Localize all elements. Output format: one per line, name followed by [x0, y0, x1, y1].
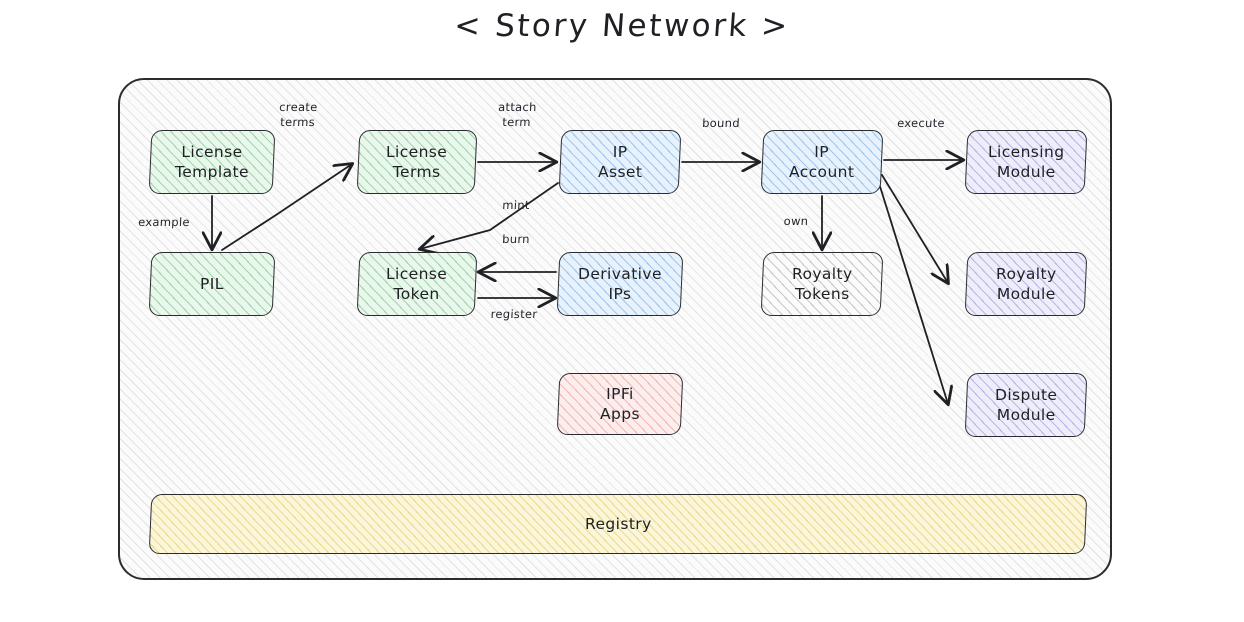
- node-derivative-ips-label: Derivative IPs: [578, 264, 662, 303]
- node-licensing-module-label: Licensing Module: [987, 142, 1065, 181]
- edge-label-execute: execute: [896, 116, 946, 130]
- node-royalty-tokens-label: Royalty Tokens: [791, 264, 853, 303]
- edge-label-attach-term: attach term: [497, 100, 538, 129]
- node-license-template[interactable]: License Template: [148, 130, 276, 194]
- edge-label-mint: mint: [501, 198, 531, 212]
- node-royalty-module[interactable]: Royalty Module: [964, 252, 1088, 316]
- edge-label-bound: bound: [701, 116, 741, 130]
- node-licensing-module[interactable]: Licensing Module: [964, 130, 1088, 194]
- node-ip-account[interactable]: IP Account: [760, 130, 884, 194]
- edge-label-create-terms: create terms: [278, 100, 318, 129]
- node-registry-label: Registry: [584, 514, 652, 533]
- node-derivative-ips[interactable]: Derivative IPs: [556, 252, 684, 316]
- node-license-terms-label: License Terms: [386, 142, 448, 181]
- node-license-template-label: License Template: [175, 142, 249, 181]
- page-title: < Story Network >: [453, 8, 791, 44]
- node-ip-asset[interactable]: IP Asset: [558, 130, 682, 194]
- node-ipfi-apps[interactable]: IPFi Apps: [556, 373, 684, 435]
- edge-label-own: own: [783, 214, 809, 228]
- node-dispute-module-label: Dispute Module: [994, 385, 1058, 424]
- node-ipfi-apps-label: IPFi Apps: [600, 384, 640, 423]
- node-dispute-module[interactable]: Dispute Module: [964, 373, 1088, 437]
- node-ip-asset-label: IP Asset: [597, 142, 643, 181]
- node-pil[interactable]: PIL: [148, 252, 276, 316]
- node-pil-label: PIL: [200, 274, 224, 293]
- node-royalty-tokens[interactable]: Royalty Tokens: [760, 252, 884, 316]
- edge-label-burn: burn: [501, 232, 531, 246]
- edge-label-example: example: [137, 215, 191, 229]
- node-license-token-label: License Token: [386, 264, 448, 303]
- node-royalty-module-label: Royalty Module: [995, 264, 1057, 303]
- node-ip-account-label: IP Account: [789, 142, 855, 181]
- node-license-token[interactable]: License Token: [356, 252, 478, 316]
- node-license-terms[interactable]: License Terms: [356, 130, 478, 194]
- node-registry[interactable]: Registry: [148, 494, 1088, 554]
- edge-label-register: register: [490, 307, 538, 321]
